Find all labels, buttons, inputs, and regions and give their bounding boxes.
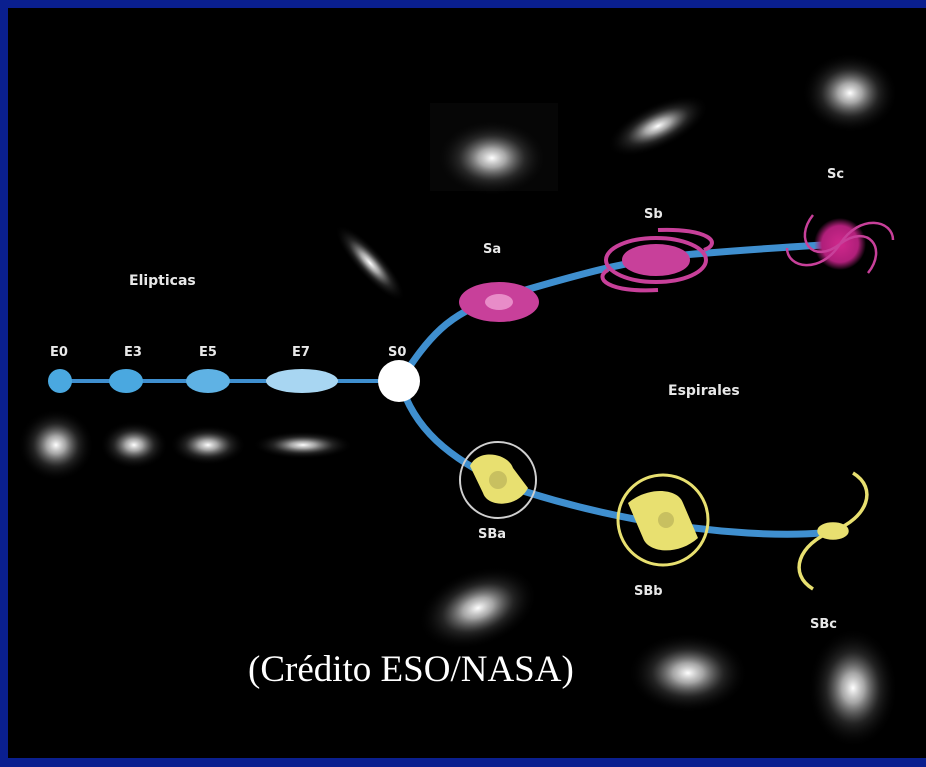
diagram-labels: Elipticas Espirales E0 E3 E5 E7 S0 Sa Sb…	[50, 167, 844, 632]
label-sba: SBa	[478, 527, 506, 542]
label-e7: E7	[292, 345, 310, 360]
node-sb	[600, 227, 714, 293]
spiral-nodes	[459, 214, 895, 322]
label-s0: S0	[388, 345, 406, 360]
photo-sa	[437, 120, 547, 196]
barred-spiral-nodes	[459, 441, 869, 591]
label-sc: Sc	[827, 167, 844, 182]
node-sa	[459, 282, 539, 322]
label-sbc: SBc	[810, 617, 837, 632]
normal-spiral-branch	[396, 240, 844, 385]
node-sc	[785, 214, 895, 274]
photo-e3	[100, 421, 168, 469]
label-espirales: Espirales	[668, 383, 740, 399]
photo-sb	[607, 95, 709, 157]
photo-sbb	[628, 633, 748, 713]
node-s0	[378, 360, 420, 402]
photo-sba	[418, 566, 538, 650]
photo-e7	[334, 224, 406, 302]
node-sbb	[616, 473, 710, 567]
photo-sbc	[808, 628, 898, 748]
image-credit: (Crédito ESO/NASA)	[248, 649, 574, 690]
label-sb: Sb	[644, 207, 663, 222]
photo-e5	[170, 425, 246, 465]
label-elipticas: Elipticas	[129, 273, 196, 289]
barred-spiral-branch	[396, 377, 844, 538]
photo-sc	[802, 53, 898, 133]
label-e5: E5	[199, 345, 217, 360]
node-sba	[459, 441, 537, 519]
label-sbb: SBb	[634, 584, 663, 599]
photo-e7b	[253, 431, 353, 459]
photo-e0	[18, 409, 94, 481]
elliptical-nodes	[48, 360, 420, 402]
label-e0: E0	[50, 345, 68, 360]
label-sa: Sa	[483, 242, 501, 257]
node-sbc	[797, 471, 869, 591]
node-e3	[109, 369, 143, 393]
hubble-tuning-fork-diagram: Elipticas Espirales E0 E3 E5 E7 S0 Sa Sb…	[18, 53, 898, 748]
label-e3: E3	[124, 345, 142, 360]
node-e0	[48, 369, 72, 393]
galaxy-photos	[18, 53, 898, 748]
node-e7	[266, 369, 338, 393]
node-e5	[186, 369, 230, 393]
hubble-sequence-panel: Elipticas Espirales E0 E3 E5 E7 S0 Sa Sb…	[8, 8, 926, 758]
